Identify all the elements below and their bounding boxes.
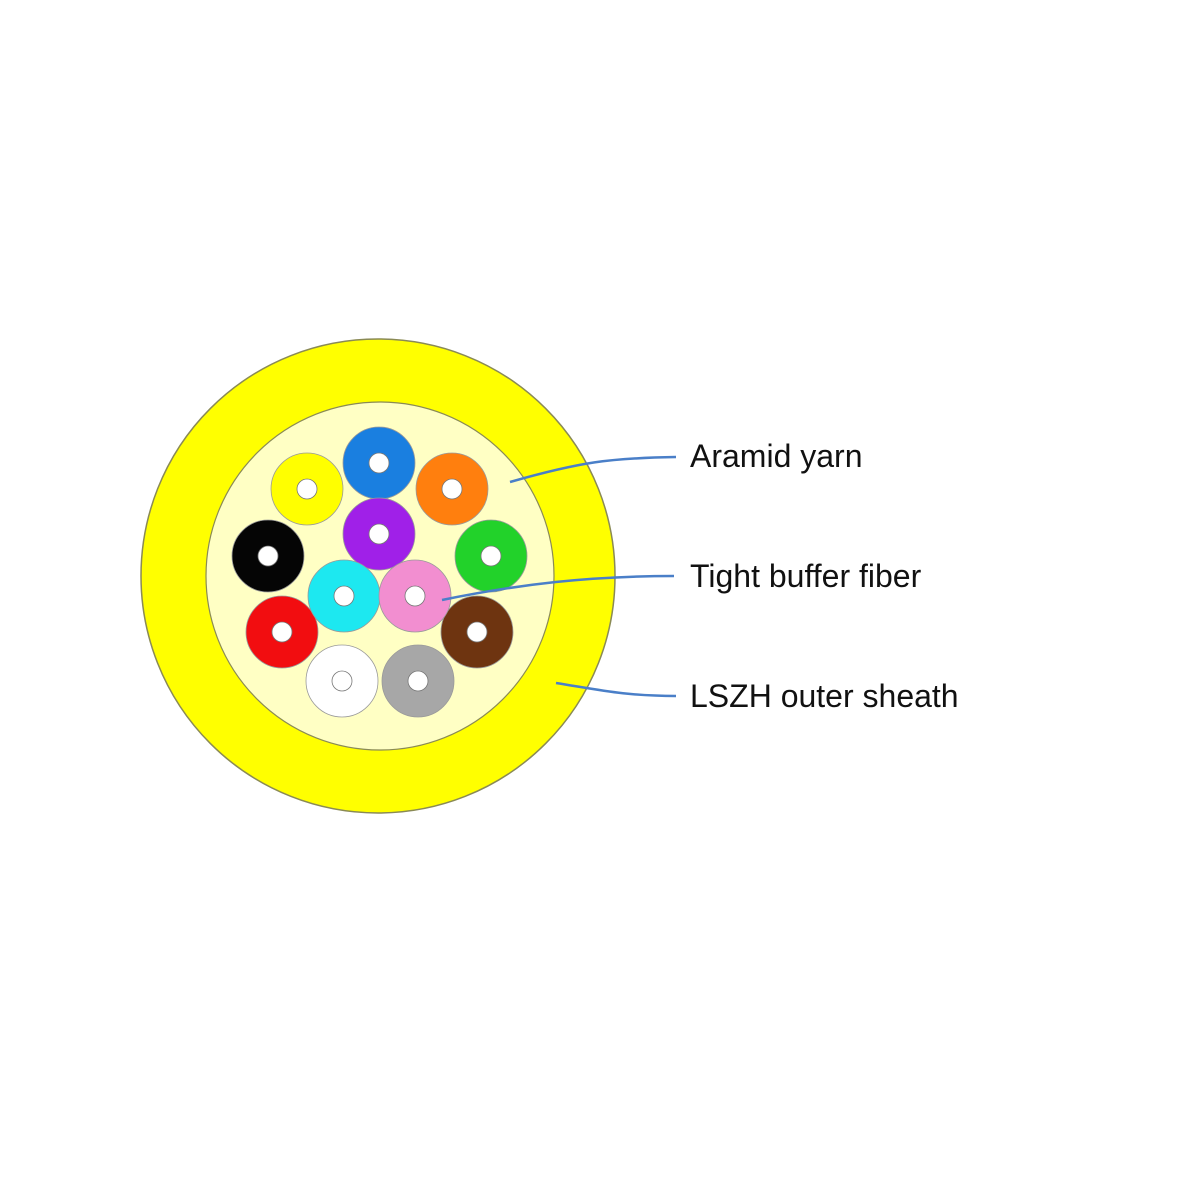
fiber-core-blue [368, 452, 390, 474]
fiber-core-gray [407, 670, 429, 692]
fiber-core-violet [368, 523, 390, 545]
fiber-core-rose [404, 585, 426, 607]
fiber-rose [378, 559, 452, 633]
callout-labels: Aramid yarn Tight buffer fiber LSZH oute… [690, 438, 959, 714]
fiber-core-aqua [333, 585, 355, 607]
fiber-gray [381, 644, 455, 718]
leader-line-aramid-yarn [509, 455, 677, 484]
fiber-green [454, 519, 528, 593]
fiber-core-brown [466, 621, 488, 643]
fiber-aqua [307, 559, 381, 633]
cable-cross-section [140, 338, 616, 814]
label-aramid-yarn: Aramid yarn [690, 438, 863, 474]
fiber-core-red [271, 621, 293, 643]
fiber-red [245, 595, 319, 669]
label-tight-buffer-fiber: Tight buffer fiber [690, 558, 922, 594]
fiber-core-yellow [296, 478, 318, 500]
fiber-core-white [331, 670, 353, 692]
fiber-orange [415, 452, 489, 526]
tight-buffer-fibers [231, 426, 528, 718]
leader-lines [441, 455, 677, 698]
fiber-core-orange [441, 478, 463, 500]
fiber-yellow [270, 452, 344, 526]
label-lszh-outer-sheath: LSZH outer sheath [690, 678, 959, 714]
leader-line-lszh-outer-sheath [555, 681, 677, 698]
fiber-white [305, 644, 379, 718]
leader-line-tight-buffer-fiber [441, 574, 675, 602]
fiber-core-black [257, 545, 279, 567]
fiber-brown [440, 595, 514, 669]
fiber-black [231, 519, 305, 593]
fiber-blue [342, 426, 416, 500]
fiber-core-green [480, 545, 502, 567]
fiber-violet [342, 497, 416, 571]
